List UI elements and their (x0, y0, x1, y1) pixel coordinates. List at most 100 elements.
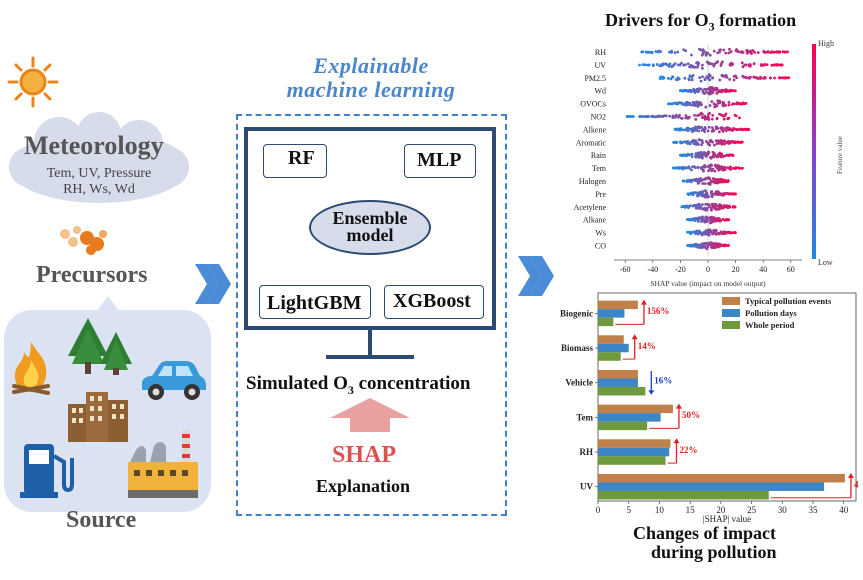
shap-point (682, 48, 686, 52)
shap-point (765, 63, 769, 67)
ensemble-label-line2: model (346, 225, 394, 245)
feature-label: Aromatic (576, 138, 607, 147)
shap-point (711, 218, 715, 222)
shap-point (720, 126, 724, 129)
ml-title-line1: Explainable (313, 53, 429, 78)
shap-point (716, 127, 720, 130)
shap-point (778, 50, 782, 54)
bar (598, 378, 638, 387)
shap-point (699, 79, 703, 83)
shap-point (692, 243, 696, 246)
scroll-xgboost (384, 285, 484, 319)
scroll-mlp (404, 144, 476, 178)
shap-point (695, 243, 699, 246)
shap-point (773, 76, 776, 80)
x-tick-label: 60 (787, 265, 795, 274)
shap-point (700, 116, 704, 119)
shap-point (750, 52, 753, 55)
shap-point (772, 63, 776, 67)
shap-point (668, 50, 671, 54)
shap-point (783, 50, 787, 54)
shap-point (763, 50, 767, 54)
shap-point (719, 64, 723, 67)
shap-point (698, 178, 702, 182)
shap-point (702, 193, 706, 197)
shap-point (694, 117, 698, 121)
shap-point (738, 116, 741, 120)
shap-point (690, 78, 694, 82)
bar-x-tick-label: 10 (655, 505, 665, 515)
shap-point (720, 74, 724, 78)
shap-point (728, 47, 731, 51)
shap-point (683, 140, 686, 144)
shap-point (708, 111, 711, 115)
shap-point (701, 156, 704, 160)
change-arrow-head (675, 403, 682, 409)
shap-point (690, 155, 694, 159)
shap-point (678, 113, 681, 117)
shap-point (664, 62, 668, 66)
shap-point (676, 76, 680, 80)
shap-point (684, 154, 688, 158)
bar-x-tick-label: 15 (686, 505, 696, 515)
bar-category-label: UV (580, 482, 593, 492)
shap-point (690, 65, 694, 68)
drivers-title: Drivers for O3 formation (605, 10, 796, 35)
shap-point (631, 115, 635, 118)
shap-point (706, 202, 710, 206)
shap-point (709, 62, 713, 66)
shap-point (718, 165, 721, 169)
shap-point (713, 169, 717, 173)
shap-point (701, 218, 705, 222)
shap-point (701, 90, 705, 94)
shap-point (692, 139, 695, 142)
shap-point (685, 179, 689, 183)
shap-point (657, 49, 661, 53)
shap-point (641, 115, 645, 118)
bar (598, 309, 625, 318)
shap-point (654, 115, 658, 119)
shap-point (735, 128, 739, 131)
shap-point (674, 128, 678, 131)
shap-point (721, 104, 725, 108)
shap-point (655, 63, 659, 66)
shap-point (717, 180, 721, 184)
shap-point (714, 243, 718, 247)
shap-point (717, 130, 721, 134)
shap-point (702, 243, 705, 246)
shap-point (667, 63, 671, 67)
fuel-pump-icon (20, 444, 74, 498)
model-mlp-label: MLP (417, 149, 462, 171)
shap-point (714, 202, 718, 206)
shap-point (704, 53, 708, 57)
shap-point (690, 244, 694, 248)
bar-category-label: Biogenic (560, 308, 593, 318)
shap-point (766, 50, 770, 54)
shap-point (707, 205, 711, 208)
shap-point (786, 50, 789, 54)
feature-label: Tem (592, 164, 607, 173)
shap-point (659, 75, 663, 79)
shap-point (699, 231, 702, 235)
shap-point (759, 63, 763, 66)
shap-point (718, 48, 722, 52)
shap-point (679, 153, 683, 157)
shap-point (702, 150, 706, 154)
shap-point (693, 231, 697, 234)
shap-point (704, 155, 708, 158)
shap-point (708, 53, 712, 57)
shap-point (732, 78, 736, 82)
source-label: Source (66, 507, 137, 533)
shap-point (729, 88, 733, 92)
feature-label: Wd (594, 87, 606, 96)
shap-point (713, 246, 717, 250)
car-icon (142, 361, 206, 400)
shap-point (704, 232, 708, 236)
x-tick-label: -60 (620, 265, 631, 274)
shap-point (701, 66, 704, 70)
shap-point (673, 51, 677, 55)
shap-point (724, 129, 728, 133)
shap-point (694, 152, 698, 155)
shap-point (644, 115, 648, 119)
shap-point (732, 166, 735, 170)
